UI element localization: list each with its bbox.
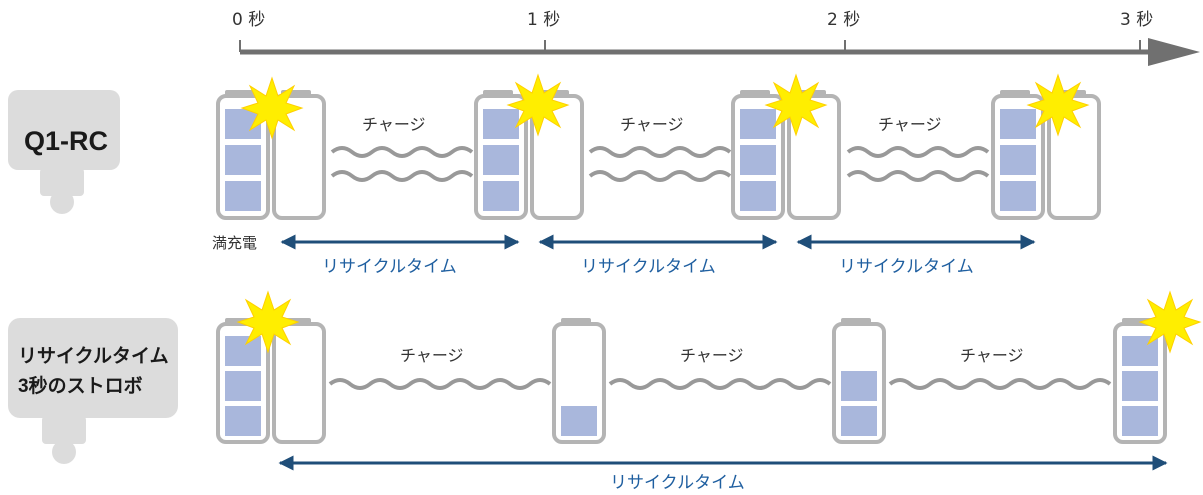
flash-burst-icon bbox=[507, 74, 569, 136]
charge-wave bbox=[846, 146, 990, 182]
charge-label: チャージ bbox=[960, 346, 1024, 365]
camera-silhouette-icon bbox=[8, 318, 178, 464]
camera-silhouette-icon bbox=[8, 90, 120, 214]
battery-icon bbox=[731, 90, 785, 220]
flash-burst-icon bbox=[765, 74, 827, 136]
recycle-label: リサイクルタイム bbox=[322, 257, 457, 277]
tick-label-2s: 2 秒 bbox=[827, 10, 860, 30]
charge-label: チャージ bbox=[620, 115, 684, 134]
battery-icon bbox=[216, 318, 270, 444]
charge-label: チャージ bbox=[680, 346, 744, 365]
flash-burst-icon bbox=[237, 291, 299, 353]
recycle-label: リサイクルタイム bbox=[581, 257, 716, 277]
battery-icon bbox=[552, 318, 606, 444]
flash-burst-icon bbox=[1027, 74, 1089, 136]
charge-wave bbox=[588, 146, 732, 182]
charge-wave bbox=[330, 146, 474, 182]
charge-label: チャージ bbox=[362, 115, 426, 134]
q1rc-row: チャージ チャージ チャージ 満充電 リサイクルタイム リサイクルタイム リサイ… bbox=[212, 74, 1101, 277]
time-axis: 0 秒 1 秒 2 秒 3 秒 bbox=[232, 10, 1200, 66]
recycle-label: リサイクルタイム bbox=[610, 473, 745, 493]
tick-label-3s: 3 秒 bbox=[1120, 10, 1153, 30]
tick-label-1s: 1 秒 bbox=[527, 10, 560, 30]
time-axis-arrow-icon bbox=[1148, 38, 1200, 66]
battery-icon bbox=[991, 90, 1045, 220]
flash-burst-icon bbox=[241, 77, 303, 139]
battery-icon bbox=[787, 90, 841, 220]
battery-icon bbox=[474, 90, 528, 220]
flash-burst-icon bbox=[1139, 291, 1201, 353]
model-label-strobe-line1: リサイクルタイム bbox=[18, 345, 169, 367]
tick-label-0s: 0 秒 bbox=[232, 10, 265, 30]
charge-label: チャージ bbox=[400, 346, 464, 365]
strobe-row: チャージ チャージ チャージ リサイクルタイム bbox=[216, 291, 1201, 493]
charge-label: チャージ bbox=[878, 115, 942, 134]
model-label-strobe-line2: 3秒のストロボ bbox=[18, 374, 143, 397]
charge-wave bbox=[328, 378, 1112, 390]
model-label-q1rc: Q1-RC bbox=[24, 126, 108, 156]
full-charge-label: 満充電 bbox=[212, 234, 257, 252]
recycle-label: リサイクルタイム bbox=[839, 257, 974, 277]
battery-icon bbox=[272, 90, 326, 220]
battery-icon bbox=[832, 318, 886, 444]
battery-icon bbox=[1113, 318, 1167, 444]
